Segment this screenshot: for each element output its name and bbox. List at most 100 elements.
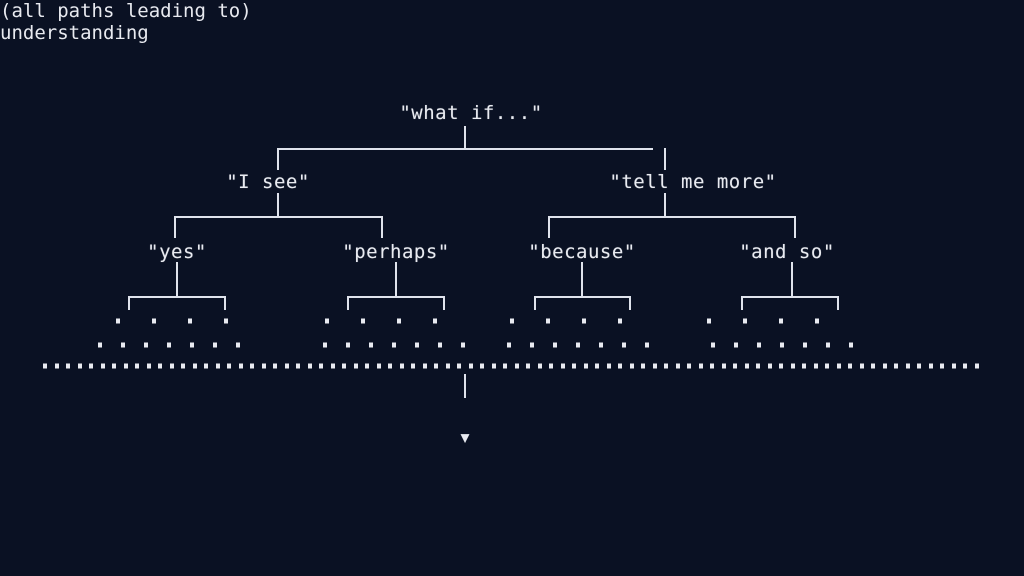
fan-row-2-dot	[323, 342, 327, 348]
connector-level2-tick-6	[741, 296, 743, 310]
fan-row-2-dot	[369, 342, 373, 348]
fan-row-2-dot	[346, 342, 350, 348]
baseline-dot	[549, 363, 553, 369]
fan-row-2-dot	[98, 342, 102, 348]
tree-level2-node-0: "yes"	[147, 241, 207, 263]
connector-level1-span-1	[549, 216, 795, 218]
baseline-dot	[284, 363, 289, 369]
baseline-dot	[457, 363, 461, 369]
tree-root-node: "what if..."	[399, 102, 543, 124]
baseline-dot	[250, 363, 254, 369]
baseline-dot	[675, 363, 680, 369]
connector-level2-span-2	[535, 296, 630, 298]
baseline-dot	[123, 363, 128, 369]
baseline-dot	[618, 363, 622, 369]
baseline-dot	[537, 363, 542, 369]
baseline-dot	[710, 363, 714, 369]
fan-row-2-dot	[236, 342, 240, 348]
baseline-dot	[273, 363, 277, 369]
baseline-dot	[894, 363, 898, 369]
baseline-dot	[100, 363, 105, 369]
baseline-dot	[595, 363, 599, 369]
fan-row-1-dot	[433, 318, 437, 324]
baseline-dot	[560, 363, 565, 369]
fan-row-2-dot	[849, 342, 853, 348]
baseline-dot	[802, 363, 806, 369]
connector-level2-tick-5	[629, 296, 631, 310]
connector-level2-drop-0	[176, 262, 178, 296]
terminal-label-understanding: understanding	[0, 22, 149, 44]
baseline-dot	[43, 363, 47, 369]
fan-row-2-dot	[599, 342, 603, 348]
fan-row-2-dot	[190, 342, 194, 348]
baseline-dot	[215, 363, 220, 369]
baseline-dot	[698, 363, 703, 369]
fan-row-2-dot	[576, 342, 580, 348]
connector-level2-tick-7	[837, 296, 839, 310]
baseline-dot	[859, 363, 864, 369]
connector-level2-tick-4	[534, 296, 536, 310]
fan-row-2-dot	[461, 342, 465, 348]
baseline-dot	[227, 363, 231, 369]
baseline-dot	[733, 363, 737, 369]
fan-row-2-dot	[438, 342, 442, 348]
fan-row-1-dot	[707, 318, 711, 324]
baseline-dot	[422, 363, 427, 369]
baseline-dot	[687, 363, 691, 369]
baseline-dot	[89, 363, 93, 369]
baseline-dot	[66, 363, 70, 369]
connector-level2-span-1	[348, 296, 444, 298]
connector-level1-drop-1	[664, 193, 666, 216]
connector-level2-stem-0	[174, 216, 176, 238]
baseline-dot	[411, 363, 415, 369]
connector-level2-drop-2	[581, 262, 583, 296]
baseline-dot	[204, 363, 208, 369]
fan-row-1-dot	[116, 318, 120, 324]
baseline-dot	[330, 363, 335, 369]
baseline-dot	[836, 363, 841, 369]
fan-row-1-dot	[618, 318, 622, 324]
baseline-dot	[445, 363, 450, 369]
fan-row-2-dot	[711, 342, 715, 348]
baseline-dot	[917, 363, 921, 369]
tree-level2-node-2: "because"	[528, 241, 636, 263]
connector-level2-span-3	[742, 296, 838, 298]
fan-row-2-dot	[622, 342, 626, 348]
baseline-dot	[480, 363, 484, 369]
tree-level2-node-3: "and so"	[739, 241, 835, 263]
connector-level2-tick-0	[128, 296, 130, 310]
connector-level2-stem-2	[548, 216, 550, 238]
connector-level2-stem-1	[381, 216, 383, 238]
fan-row-2-dot	[757, 342, 761, 348]
fan-row-1-dot	[510, 318, 514, 324]
baseline-dot	[652, 363, 657, 369]
connector-level1-stem-1	[664, 148, 666, 170]
baseline-dot	[261, 363, 266, 369]
baseline-dot	[342, 363, 346, 369]
baseline-dot	[848, 363, 852, 369]
connector-level2-tick-2	[347, 296, 349, 310]
connector-root-stem	[464, 126, 466, 148]
baseline-dot	[307, 363, 312, 369]
baseline-dot	[629, 363, 634, 369]
baseline-dot	[434, 363, 438, 369]
fan-row-2-dot	[803, 342, 807, 348]
fan-row-1-dot	[779, 318, 783, 324]
fan-row-1-dot	[397, 318, 401, 324]
baseline-dot	[112, 363, 116, 369]
baseline-dot	[169, 363, 174, 369]
connector-level2-drop-3	[791, 262, 793, 296]
fan-row-1-dot	[582, 318, 586, 324]
fan-row-1-dot	[224, 318, 228, 324]
footer-caption: (all paths leading to)	[0, 0, 252, 22]
connector-level1-drop-0	[277, 193, 279, 216]
fan-row-2-dot	[734, 342, 738, 348]
baseline-dot	[721, 363, 726, 369]
baseline-dot	[388, 363, 392, 369]
baseline-dot	[376, 363, 381, 369]
baseline-dot	[135, 363, 139, 369]
baseline-dot	[813, 363, 818, 369]
baseline-dot	[606, 363, 611, 369]
connector-level1-span-0	[175, 216, 382, 218]
baseline-dot	[641, 363, 645, 369]
